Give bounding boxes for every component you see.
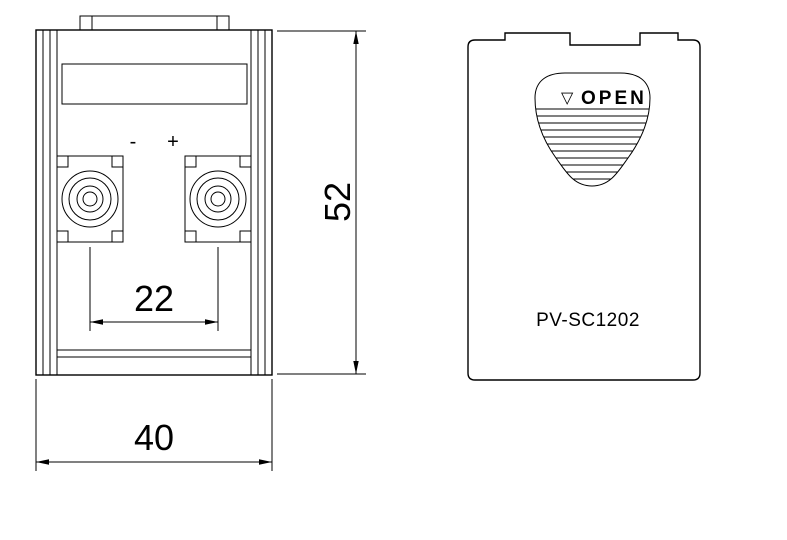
side-rail-lines [42,30,266,375]
dim-terminal-pitch: 22 [89,247,219,331]
terminal-right [184,155,252,243]
model-number-label: PV-SC1202 [536,310,640,331]
polarity-positive-label: + [167,131,179,153]
open-triangle-icon: ▽ [561,88,574,107]
side-view: ▽ OPEN PV-SC1202 [467,32,701,381]
screw-right-icon [189,170,247,228]
dim-terminal-pitch-value: 22 [134,278,174,319]
dim-overall-height: 52 [277,30,366,375]
bottom-inner-lines [57,349,251,358]
screw-left-icon [61,170,119,228]
grip-hatch-lines [535,108,650,180]
dim-overall-width-value: 40 [134,417,174,458]
front-view: - + [35,15,273,376]
dim-overall-height-value: 52 [317,182,358,222]
polarity-negative-label: - [130,131,137,153]
front-body-outline [35,29,273,376]
mounting-tab [79,15,230,30]
label-plate [61,63,248,105]
dim-overall-width: 40 [35,379,273,471]
terminal-left [56,155,124,243]
open-label: OPEN [581,88,647,109]
side-body-outline [467,32,701,381]
open-grip: ▽ OPEN [534,72,651,187]
